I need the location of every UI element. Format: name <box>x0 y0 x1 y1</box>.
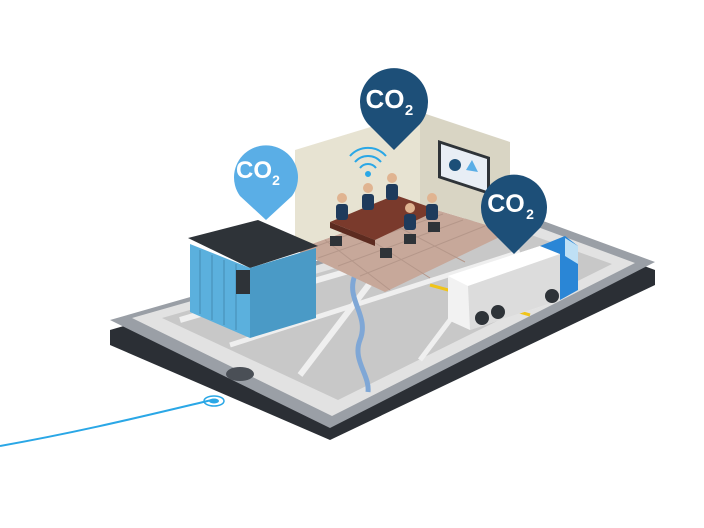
tablet-home-button <box>226 367 254 381</box>
truck-wheel <box>491 305 505 319</box>
meeting-people <box>336 173 438 230</box>
co2-label: CO <box>366 84 405 114</box>
truck-wheel <box>545 289 559 303</box>
wifi-icon <box>349 146 387 177</box>
co2-pin-office: CO 2 <box>360 68 428 150</box>
co2-label: CO <box>487 190 525 218</box>
truck-wheel <box>475 311 489 325</box>
co2-subscript: 2 <box>405 102 413 119</box>
shipping-container <box>188 220 318 338</box>
co2-label: CO <box>236 157 272 184</box>
co2-pin-container: CO 2 <box>234 145 298 220</box>
truck <box>448 236 578 330</box>
office-room <box>295 112 510 292</box>
office-chairs <box>330 222 440 258</box>
presentation-screen-icon <box>438 140 490 195</box>
cable-signal-rings <box>203 395 225 407</box>
office-floor <box>295 205 510 292</box>
river <box>350 274 371 393</box>
container-window <box>236 270 250 294</box>
co2-subscript: 2 <box>526 206 534 222</box>
co2-pin-truck: CO 2 <box>481 174 548 254</box>
usb-cable <box>0 399 213 447</box>
co2-subscript: 2 <box>272 172 280 188</box>
